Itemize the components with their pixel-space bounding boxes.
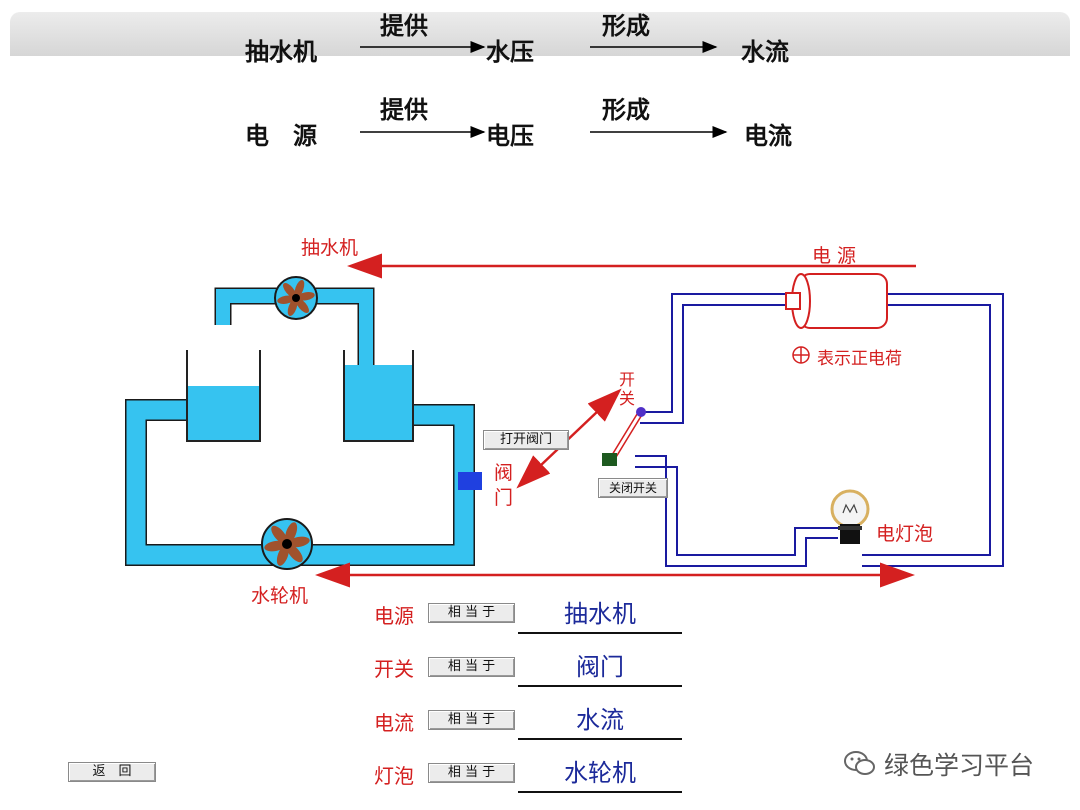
analogy-row2-verb2: 形成 — [602, 96, 650, 124]
positive-charge-icon — [792, 346, 810, 364]
turbine-fan — [261, 518, 313, 570]
comparison-term: 开关 — [374, 657, 414, 681]
bulb-label: 电灯泡 — [876, 523, 934, 545]
equivalent-button[interactable]: 相 当 于 — [428, 710, 515, 730]
wechat-icon — [844, 751, 875, 775]
comparison-term: 灯泡 — [374, 764, 414, 788]
pump-label: 抽水机 — [301, 237, 359, 259]
analogy-row1-verb2: 形成 — [602, 12, 650, 40]
power-source-label: 电 源 — [812, 245, 857, 267]
valve-label-top: 阀 — [494, 462, 514, 484]
switch-label-top: 开 — [619, 370, 636, 389]
analogy-row2-middle: 电压 — [486, 122, 534, 150]
analogy-row2-result: 电流 — [744, 122, 792, 150]
analogy-row1-verb1: 提供 — [380, 12, 428, 40]
light-bulb — [830, 489, 870, 544]
comparison-term: 电流 — [374, 711, 414, 735]
open-valve-button[interactable]: 打开阀门 — [483, 430, 569, 450]
positive-charge-label: 表示正电荷 — [817, 349, 902, 369]
watermark-text: 绿色学习平台 — [884, 751, 1035, 780]
switch-label-bottom: 关 — [619, 389, 636, 408]
battery-power-source — [785, 273, 888, 329]
pump-fan — [274, 276, 318, 320]
top-banner — [10, 12, 1070, 56]
analogy-row1-result: 水流 — [741, 38, 789, 66]
comparison-answer: 水轮机 — [518, 755, 682, 793]
turbine-label: 水轮机 — [251, 585, 309, 607]
valve-switch-arrow — [516, 388, 622, 489]
valve[interactable] — [458, 472, 482, 490]
analogy-row2-verb1: 提供 — [380, 96, 428, 124]
left-water-tank — [186, 350, 261, 442]
valve-label-bottom: 门 — [494, 487, 514, 509]
water-pipe-loop — [125, 287, 475, 566]
equivalent-button[interactable]: 相 当 于 — [428, 763, 515, 783]
right-water-tank — [343, 350, 414, 442]
switch[interactable] — [602, 407, 646, 466]
comparison-answer: 阀门 — [518, 649, 682, 687]
circuit-wire — [635, 293, 1004, 567]
analogy-row2-source: 电 源 — [245, 122, 317, 150]
return-button[interactable]: 返 回 — [68, 762, 156, 782]
comparison-answer: 抽水机 — [518, 596, 682, 634]
analogy-row1-middle: 水压 — [486, 38, 534, 66]
comparison-answer: 水流 — [518, 702, 682, 740]
close-switch-button[interactable]: 关闭开关 — [598, 478, 668, 498]
analogy-row1-source: 抽水机 — [245, 38, 317, 66]
equivalent-button[interactable]: 相 当 于 — [428, 603, 515, 623]
equivalent-button[interactable]: 相 当 于 — [428, 657, 515, 677]
comparison-term: 电源 — [374, 604, 414, 628]
